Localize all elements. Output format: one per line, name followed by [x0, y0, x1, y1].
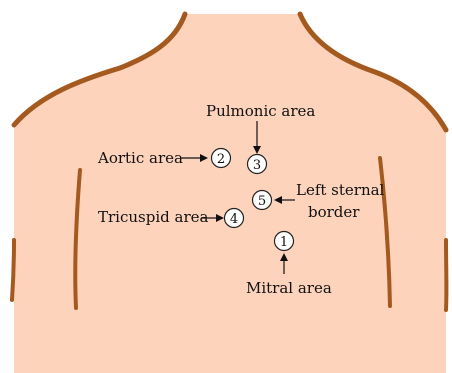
aortic-area-label: Aortic area — [97, 149, 183, 167]
tricuspid-area-label: Tricuspid area — [98, 208, 208, 226]
point-5-number: 5 — [258, 194, 266, 209]
point-4-number: 4 — [230, 212, 238, 227]
mitral-area-label: Mitral area — [246, 279, 332, 297]
left-sternal-label-line2: border — [308, 203, 360, 221]
left-outer-arm-outline — [12, 240, 14, 300]
point-2-number: 2 — [217, 152, 225, 167]
point-1-number: 1 — [280, 235, 288, 250]
point-3-number: 3 — [253, 158, 261, 173]
pulmonic-area-label: Pulmonic area — [206, 102, 315, 120]
left-sternal-label-line1: Left sternal — [296, 181, 385, 199]
